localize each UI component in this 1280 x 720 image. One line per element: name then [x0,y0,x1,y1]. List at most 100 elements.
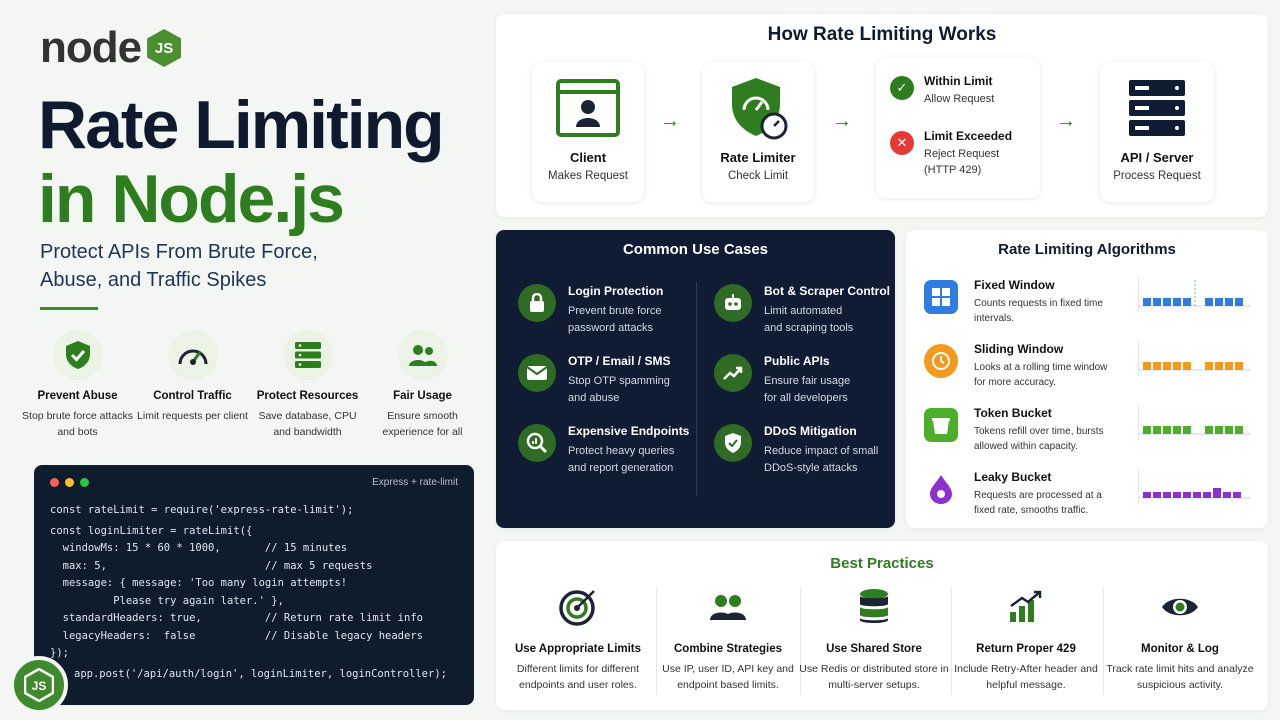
code-line: const rateLimit = require('express-rate-… [50,504,354,516]
use-case-title: Login Protection [568,284,664,298]
code-line: message: { message: 'Too many login atte… [50,577,348,589]
nodejs-logo: node JS [40,23,182,72]
step-desc: Process Request [1113,170,1201,182]
feature-title: Prevent Abuse [37,390,118,402]
practice-desc: Use IP, user ID, API key and endpoint ba… [662,663,794,691]
step-client: Client Makes Request [532,62,644,202]
token-bucket-chart [1138,406,1251,440]
algo-desc: Counts requests in fixed time intervals. [974,298,1103,324]
best-practice-combine: Combine Strategies Use IP, user ID, API … [652,587,804,693]
arrow-icon: → [832,110,852,132]
code-line: const loginLimiter = rateLimit({ [50,524,253,537]
code-snippet: Express + rate-limit const rateLimit = r… [34,465,474,705]
page-title: Rate Limiting in Node.js [38,87,445,237]
algorithms-panel: Rate Limiting Algorithms Fixed Window Co… [906,230,1268,528]
practice-title: Use Appropriate Limits [514,643,642,655]
practice-divider [800,587,801,695]
feature-desc: Save database, CPU and bandwidth [258,410,357,438]
algo-title: Leaky Bucket [974,470,1052,484]
use-case-title: Public APIs [764,354,830,368]
practice-title: Return Proper 429 [976,643,1076,655]
minimize-dot-icon [65,478,74,487]
js-hex-icon: JS [147,29,182,67]
practice-desc: Different limits for different endpoints… [516,663,640,691]
practice-divider [1103,587,1104,695]
algo-desc: Tokens refill over time, bursts allowed … [974,426,1104,452]
algo-desc: Requests are processed at a fixed rate, … [974,490,1102,516]
limit-exceeded: ✕ Limit Exceeded Reject Request (HTTP 42… [876,129,1040,178]
code-tag: Express + rate-limit [372,477,458,488]
code-line: legacyHeaders: false // Disable legacy h… [50,629,423,642]
practice-title: Use Shared Store [826,643,922,655]
use-case-desc: password attacks [568,322,653,334]
practice-title: Monitor & Log [1141,643,1219,655]
feature-prevent-abuse: Prevent Abuse Stop brute force attacks a… [20,330,135,440]
use-cases-title: Common Use Cases [622,241,769,258]
use-case-desc: Prevent brute force [568,305,662,317]
feature-fair-usage: Fair Usage Ensure smooth experience for … [365,330,480,440]
use-case-desc: DDoS-style attacks [764,462,858,474]
maximize-dot-icon [80,478,89,487]
shield-icon [714,424,752,462]
exceeded-code: (HTTP 429) [924,164,982,176]
code-line: }); [50,647,69,659]
use-case-desc: and report generation [568,462,674,474]
use-case-login: Login Protection Prevent brute force pas… [518,284,698,337]
nodejs-badge-icon: JS [10,656,68,714]
within-limit: ✓ Within Limit Allow Request [876,74,1040,107]
code-line: max: 5, // max 5 requests [50,559,373,572]
exceeded-desc: Reject Request [924,148,1000,160]
use-case-desc: for all developers [764,392,848,404]
practice-divider [656,587,657,695]
column-divider [696,282,697,496]
step-desc: Check Limit [727,170,789,182]
algo-title: Token Bucket [974,406,1052,420]
algo-sliding-window: Sliding Window Looks at a rolling time w… [924,342,1254,390]
limit-decision: ✓ Within Limit Allow Request ✕ Limit Exc… [876,58,1040,198]
check-icon: ✓ [890,76,914,100]
use-case-title: Bot & Scraper Control [764,284,891,298]
use-case-bot: Bot & Scraper Control Limit automated an… [714,284,894,337]
practice-desc: Include Retry-After header and helpful m… [954,663,1098,691]
use-case-desc: and abuse [568,392,620,404]
within-desc: Allow Request [924,93,995,105]
how-it-works-panel: How Rate Limiting Works Client Makes Req… [496,14,1268,217]
step-title: Client [569,150,607,165]
feature-control-traffic: Control Traffic Limit requests per clien… [135,330,250,440]
use-case-title: Expensive Endpoints [568,424,690,438]
use-case-desc: and scraping tools [764,322,854,334]
shield-check-icon [52,330,103,380]
bucket-icon [924,408,958,442]
logo-wordmark: node [40,23,142,72]
practice-title: Combine Strategies [674,643,782,655]
best-practice-limits: Use Appropriate Limits Different limits … [502,587,654,693]
best-practices-panel: Best Practices Use Appropriate Limits Di… [496,541,1268,710]
arrow-icon: → [660,110,680,132]
use-case-desc: Stop OTP spamming [568,375,670,387]
feature-title: Control Traffic [153,390,232,402]
code-window-header: Express + rate-limit [50,477,458,488]
algo-token-bucket: Token Bucket Tokens refill over time, bu… [924,406,1254,454]
use-case-title: DDoS Mitigation [764,424,857,438]
use-case-ddos: DDoS Mitigation Reduce impact of small D… [714,424,894,477]
step-title: Rate Limiter [720,150,796,165]
browser-user-icon [556,76,620,140]
title-line-2: in Node.js [38,161,345,237]
bar-chart-icon [1006,587,1046,627]
server-icon [1125,76,1189,140]
within-title: Within Limit [924,74,993,88]
fixed-window-chart [1138,278,1251,312]
code-line: standardHeaders: true, // Return rate li… [50,612,423,624]
best-practice-shared-store: Use Shared Store Use Redis or distribute… [798,587,950,693]
title-line-1: Rate Limiting [38,87,445,163]
search-data-icon [518,424,556,462]
code-line: app.post('/api/auth/login', loginLimiter… [74,667,447,680]
step-api-server: API / Server Process Request [1100,62,1214,202]
exceeded-title: Limit Exceeded [924,129,1013,143]
arrow-icon: → [1056,110,1076,132]
users-icon [397,330,448,380]
feature-title: Protect Resources [256,390,359,402]
use-cases-panel: Common Use Cases Login Protection Preven… [496,230,895,528]
feature-title: Fair Usage [393,390,452,402]
lock-icon [518,284,556,322]
